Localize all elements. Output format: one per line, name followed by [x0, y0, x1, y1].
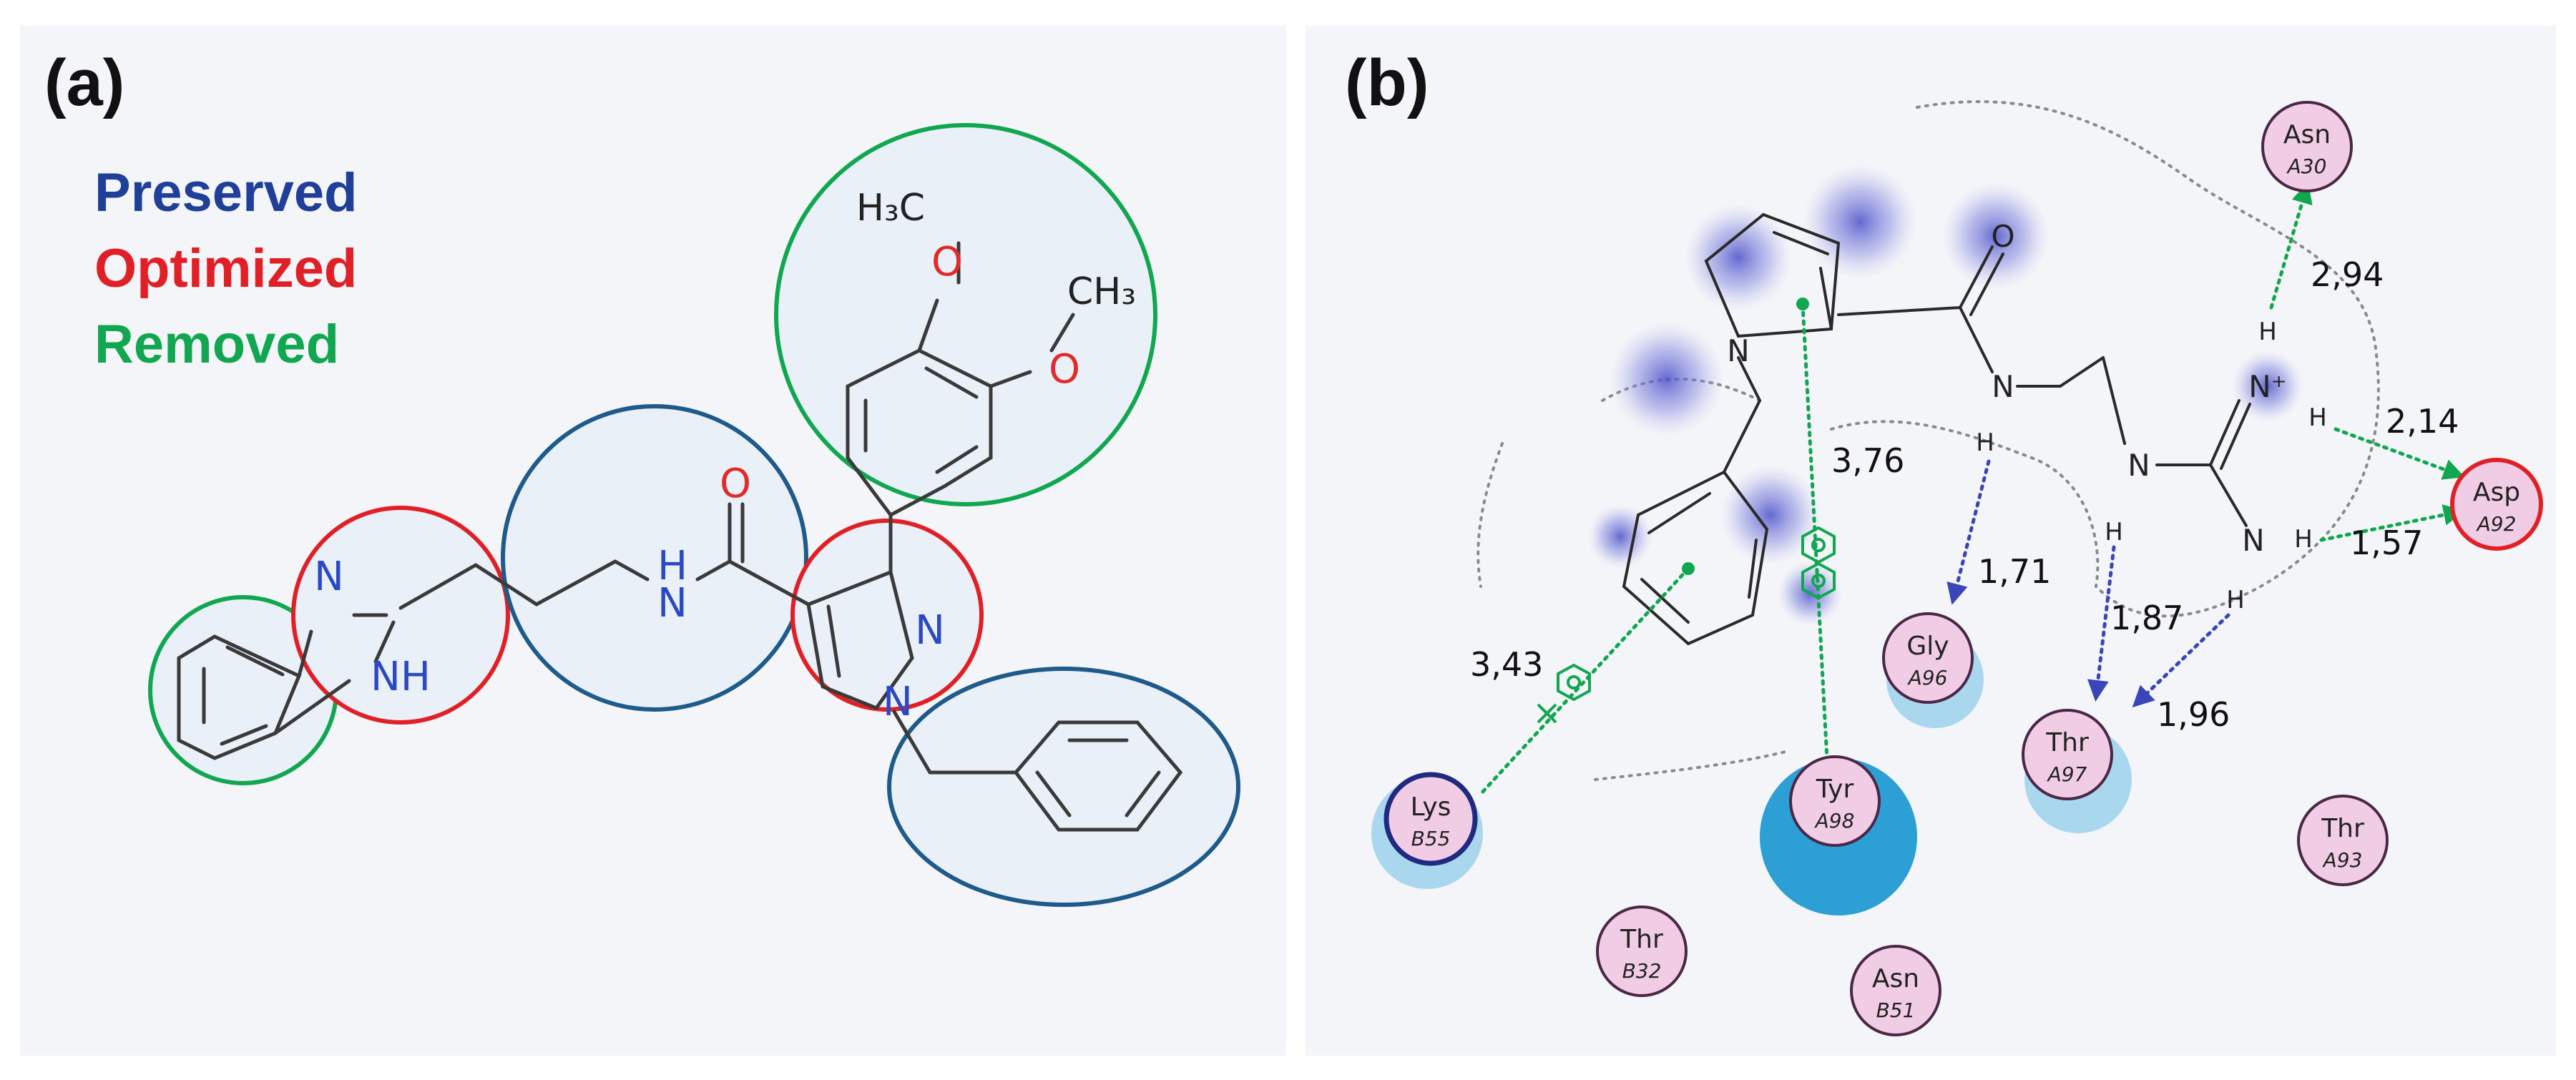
panel-a-molecule: N NH H N O N N O O H₃C CH₃ — [148, 123, 1240, 907]
svg-text:A93: A93 — [2322, 848, 2363, 872]
residue-asn51: Asn B51 — [1850, 945, 1941, 1036]
distance-cation-pi-lys55: 3,43 — [1470, 645, 1543, 684]
atom-label-amide-o: O — [720, 461, 751, 507]
atom-label-guanidine-n1: N — [2127, 448, 2150, 483]
residue-tyr98: Tyr A98 — [1789, 755, 1881, 847]
svg-text:Gly: Gly — [1906, 632, 1949, 661]
svg-text:A96: A96 — [1907, 666, 1948, 689]
atom-label-guanidine-n3: N — [2242, 523, 2264, 558]
optimized-region-pyrazole — [790, 519, 984, 712]
residue-asn30: Asn A30 — [2261, 101, 2353, 192]
distance-gly96: 1,71 — [1978, 552, 2051, 591]
atom-label-methyl-2: CH₃ — [1067, 270, 1136, 313]
svg-text:A98: A98 — [1814, 809, 1855, 833]
atom-label-guanidine-h1: H — [2105, 518, 2123, 546]
svg-text:Lys: Lys — [1411, 792, 1451, 822]
distance-asp92-lower: 1,57 — [2350, 524, 2423, 562]
panel-label-a: (a) — [44, 46, 125, 119]
atom-label-iminium-h-right: H — [2308, 403, 2327, 432]
distance-pi-pi-tyr98: 3,76 — [1831, 441, 1904, 480]
residue-thr32: Thr B32 — [1596, 905, 1688, 997]
svg-text:A97: A97 — [2047, 762, 2087, 786]
residue-asp92: Asp A92 — [2450, 458, 2543, 551]
svg-text:Thr: Thr — [2321, 814, 2364, 843]
atom-label-pyrazole-n1: N — [883, 679, 913, 725]
distance-thr97-b: 1,96 — [2157, 695, 2230, 734]
atom-label-n: N — [314, 554, 344, 600]
svg-text:B55: B55 — [1411, 827, 1451, 850]
residue-gly96: Gly A96 — [1882, 612, 1974, 704]
svg-text:B51: B51 — [1876, 998, 1916, 1022]
optimized-region-imidazole — [291, 506, 510, 725]
atom-label-amide-h: H — [657, 543, 687, 589]
atom-label-iminium-n: N⁺ — [2248, 369, 2287, 404]
cation-pi-icon — [1537, 663, 1591, 724]
svg-text:A30: A30 — [2286, 154, 2327, 178]
residue-lys55: Lys B55 — [1384, 772, 1478, 866]
svg-text:Asp: Asp — [2473, 478, 2520, 507]
preserved-region-benzyl — [887, 667, 1240, 907]
svg-text:Tyr: Tyr — [1816, 775, 1854, 804]
pi-stacking-icon — [1801, 526, 1836, 600]
legend-optimized: Optimized — [94, 238, 358, 299]
atom-label-methyl-1: H₃C — [856, 187, 925, 230]
panel-b-diagram: N O N H N H N H H N⁺ H H — [1371, 100, 2543, 1036]
svg-text:Thr: Thr — [2045, 728, 2089, 757]
residue-thr93: Thr A93 — [2297, 795, 2389, 886]
atom-label-carbonyl-o: O — [1991, 219, 2014, 254]
atom-label-amide-n: N — [1992, 369, 2014, 404]
svg-text:A92: A92 — [2476, 512, 2517, 536]
residue-thr97: Thr A97 — [2022, 709, 2113, 800]
atom-label-ether-o1: O — [931, 239, 963, 285]
removed-region-dimethoxyphenyl — [774, 123, 1157, 506]
atom-label-guanidine-h3: H — [2294, 525, 2313, 554]
distance-asn30: 2,94 — [2311, 255, 2384, 294]
distance-asp92-upper: 2,14 — [2386, 402, 2459, 441]
legend-preserved: Preserved — [94, 162, 358, 223]
svg-text:Asn: Asn — [2283, 120, 2331, 149]
atom-label-nh: NH — [371, 654, 431, 700]
atom-label-iminium-h-top: H — [2258, 318, 2277, 346]
atom-label-guanidine-h2: H — [2226, 586, 2245, 614]
atom-label-pyrazole-n2: N — [915, 607, 945, 654]
preserved-region-linker — [501, 404, 808, 712]
atom-label-amide-n: N — [657, 580, 687, 627]
distance-thr97-a: 1,87 — [2110, 599, 2183, 637]
svg-text:Asn: Asn — [1872, 964, 1919, 993]
atom-label-pyrrole-n: N — [1727, 333, 1749, 368]
legend-removed: Removed — [94, 314, 340, 375]
panel-label-b: (b) — [1345, 46, 1429, 119]
svg-text:Thr: Thr — [1620, 925, 1663, 954]
svg-text:B32: B32 — [1622, 959, 1662, 983]
atom-label-amide-h: H — [1976, 428, 1994, 457]
atom-label-ether-o2: O — [1049, 346, 1080, 393]
